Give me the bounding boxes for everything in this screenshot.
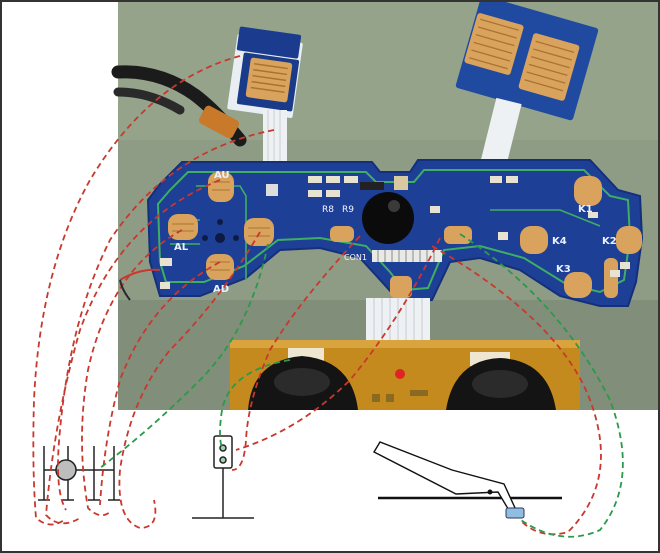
dpad-pads <box>168 172 274 280</box>
label-k4: K4 <box>552 236 567 247</box>
con1-header <box>372 250 442 262</box>
pad-k4 <box>520 226 548 254</box>
pad-k2 <box>616 226 642 254</box>
pad-au <box>208 172 234 202</box>
stand-sensor-schematic <box>192 435 254 519</box>
label-k1: K1 <box>578 204 593 215</box>
pad-k1 <box>574 176 602 206</box>
green-wires <box>99 233 624 538</box>
left-ribbon-cable <box>263 110 287 166</box>
main-pcb: AU AL AD K1 K2 K3 K4 R8 R9 CON1 <box>146 159 644 307</box>
led-red <box>395 369 405 379</box>
switch-schematic <box>38 446 120 501</box>
controller-chip-blob <box>362 192 414 244</box>
analog-stick-board <box>230 340 580 410</box>
pad-ad <box>206 254 234 280</box>
label-k3: K3 <box>556 264 571 275</box>
pedal-sensor <box>505 507 525 519</box>
stand-sensor-body <box>213 435 233 469</box>
pad-mode <box>390 276 412 298</box>
switch-pivot <box>55 459 77 481</box>
pad-select <box>330 226 354 242</box>
smd-components <box>160 176 630 289</box>
right-shoulder-contact-pad-a <box>464 13 524 75</box>
pedal-lever <box>373 441 517 513</box>
left-shoulder-sensor <box>227 26 303 166</box>
black-cable <box>111 65 247 147</box>
cable-strain-relief <box>198 105 240 139</box>
action-pads <box>330 176 642 298</box>
label-k2: K2 <box>602 236 617 247</box>
solder-wire-left <box>119 268 161 281</box>
label-r9: R9 <box>342 205 354 215</box>
label-r8: R8 <box>322 205 334 215</box>
pad-al <box>168 214 198 240</box>
pad-k3 <box>564 272 592 298</box>
pcb-edge-trace <box>156 169 632 294</box>
pedal-schematic <box>373 441 562 519</box>
pedal-pivot <box>487 489 493 495</box>
right-ribbon-cable <box>480 97 522 169</box>
right-shoulder-sensor <box>455 0 599 169</box>
label-al: AL <box>174 242 189 253</box>
pad-start <box>444 226 472 244</box>
label-con1: CON1 <box>344 253 367 262</box>
label-ad: AD <box>213 284 229 295</box>
label-au: AU <box>214 170 230 181</box>
